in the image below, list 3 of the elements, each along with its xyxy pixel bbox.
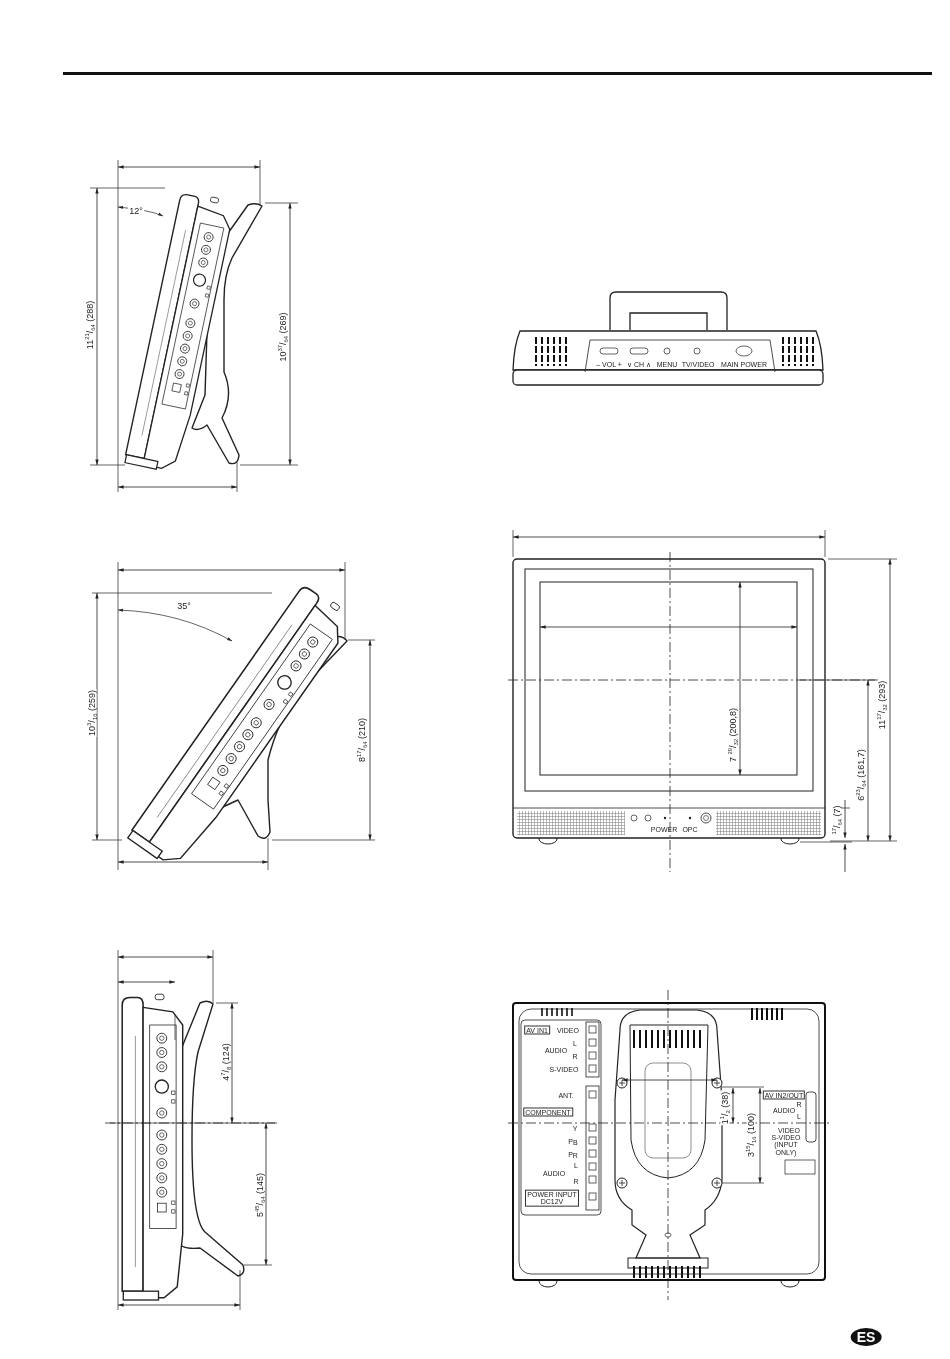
language-badge: ES [850, 1328, 882, 1346]
angle-label: 35° [176, 601, 192, 611]
dimension-label: 12° [128, 206, 144, 216]
